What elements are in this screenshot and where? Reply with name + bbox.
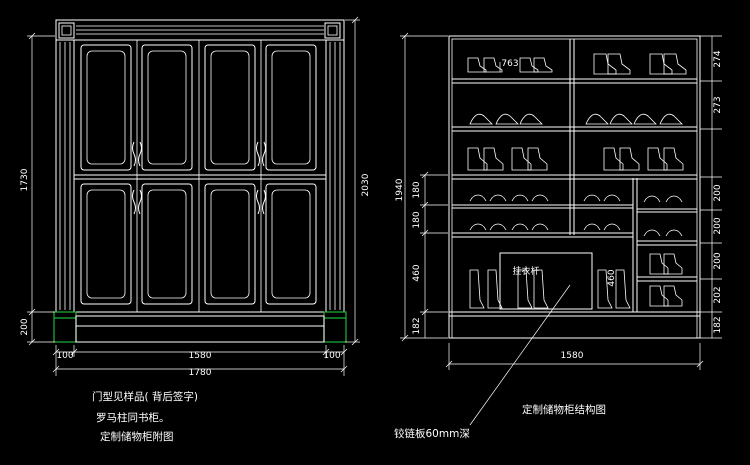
- dim-right-200b: 200: [713, 217, 723, 234]
- dim-cabinet-460: 460: [412, 264, 422, 281]
- dim-right-182: 182: [713, 316, 723, 333]
- dim-bottom-doors: 1580: [189, 351, 212, 361]
- wardrobe-elevation: [27, 16, 360, 376]
- dim-left-height-plinth: 200: [20, 318, 30, 335]
- corner-rosette-right: [324, 22, 341, 39]
- notes: 门型见样品( 背后签字) 罗马柱同书柜。 定制储物柜附图 定制储物柜结构图 铰链…: [92, 390, 606, 443]
- dim-right-273: 273: [713, 96, 723, 113]
- hanging-rail-box: [499, 252, 593, 310]
- dim-right-200c: 200: [713, 252, 723, 269]
- dim-right-274: 274: [713, 50, 723, 67]
- note-storage-cabinet: 定制储物柜附图: [100, 430, 174, 443]
- dim-inner-763: 763: [501, 59, 518, 69]
- door-frame: [73, 39, 327, 313]
- cabinet-shelves: [452, 78, 697, 282]
- hinge-leader-line: [469, 284, 571, 426]
- corner-rosette-left: [58, 22, 75, 39]
- note-door-sample: 门型见样品( 背后签字): [92, 390, 198, 403]
- dim-cabinet-width: 1580: [561, 351, 584, 361]
- note-roman-column: 罗马柱同书柜。: [96, 411, 170, 424]
- dim-cabinet-height: 1940: [395, 178, 405, 201]
- dim-left-height-total: 1730: [20, 168, 30, 191]
- note-hinge-board: 铰链板60mm深: [394, 427, 470, 440]
- shoe-icons: [469, 113, 683, 237]
- door-panels: [80, 40, 317, 312]
- dim-right-height-total: 2030: [361, 173, 371, 196]
- wardrobe-plinth: [53, 311, 347, 343]
- dim-cabinet-182: 182: [412, 317, 422, 334]
- cabinet-structure: [400, 32, 722, 426]
- dim-bottom-left-pilaster: 100: [56, 351, 73, 361]
- dim-inner-460: 460: [607, 269, 617, 286]
- dim-cabinet-180a: 180: [412, 181, 422, 198]
- door-handles: [132, 141, 266, 215]
- dim-right-202: 202: [713, 286, 723, 303]
- dimension-labels: 1730 200 2030 100 1580 100 1780 1940 180…: [20, 50, 723, 378]
- dim-bottom-overall: 1780: [189, 368, 212, 378]
- dim-bottom-right-pilaster: 100: [323, 351, 340, 361]
- dim-cabinet-180b: 180: [412, 211, 422, 228]
- note-cabinet-structure: 定制储物柜结构图: [522, 403, 606, 416]
- boot-icons: [467, 53, 687, 309]
- dim-right-200a: 200: [713, 184, 723, 201]
- label-hanging-rail: 挂衣杆: [512, 265, 539, 277]
